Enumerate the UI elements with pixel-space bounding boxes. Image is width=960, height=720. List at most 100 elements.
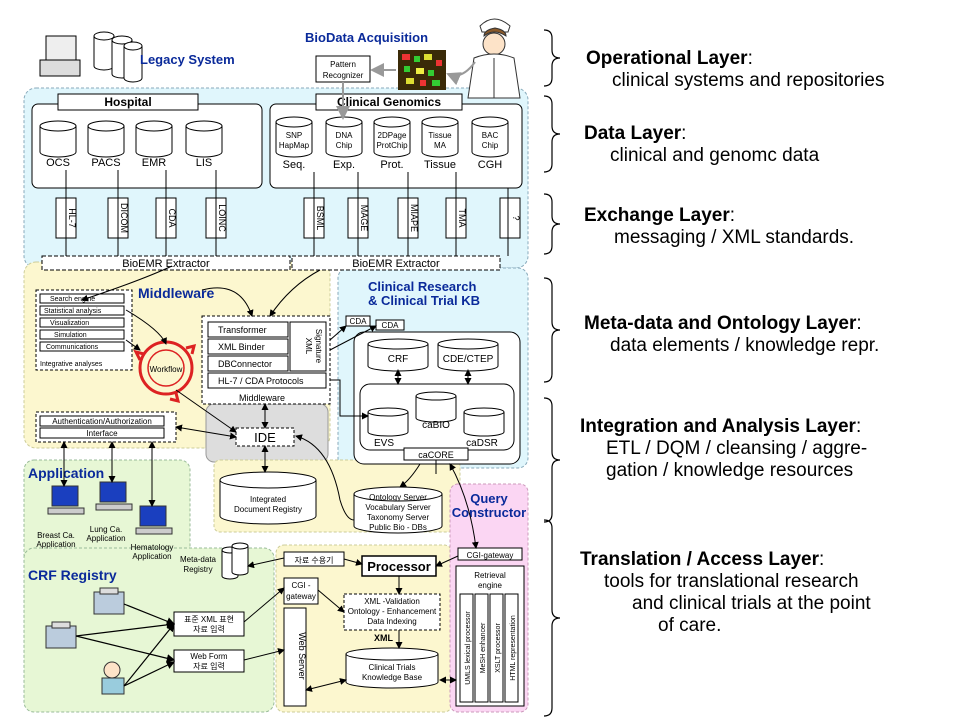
chip-dna-label: Exp. bbox=[333, 159, 355, 171]
processor-tasks-box bbox=[343, 593, 441, 631]
meta-registry-line1: Meta-data bbox=[180, 555, 217, 564]
qc-html-label: HTML representation bbox=[510, 615, 517, 681]
layer-operational: Operational Layer: clinical systems and … bbox=[586, 48, 956, 92]
web-form-line1: Web Form bbox=[190, 652, 228, 661]
qc-module-boxes bbox=[459, 593, 519, 703]
hospital-pacs-label: PACS bbox=[91, 157, 120, 169]
std-tma: TMA bbox=[457, 209, 467, 228]
auth-label: Authentication/Authorization bbox=[52, 417, 152, 426]
meta-registry-line2: Registry bbox=[183, 565, 212, 574]
pattern-recognizer-box bbox=[315, 55, 371, 83]
genomics-chip-text: SNP HapMap Seq. DNA Chip Exp. 2DPage Pro… bbox=[279, 131, 502, 171]
layer-data: Data Layer: clinical and genomc data bbox=[584, 123, 954, 167]
web-server-box bbox=[283, 607, 307, 707]
comp-hl7-cda: HL-7 / CDA Protocols bbox=[218, 376, 304, 386]
chip-tissue-line2: MA bbox=[434, 141, 447, 150]
qc-mesh-label: MeSH enhancer bbox=[480, 622, 487, 673]
cda-tag-1 bbox=[345, 315, 371, 327]
layer-desc-line3: of care. bbox=[658, 615, 722, 636]
extractor-right-label: BioEMR Extractor bbox=[352, 258, 440, 270]
auth-box bbox=[39, 415, 165, 427]
cda-tag-1-label: CDA bbox=[350, 317, 368, 326]
microarray-image bbox=[398, 50, 446, 90]
kb-cadsr-label: caDSR bbox=[466, 438, 498, 449]
clinical-kb-title-line2: & Clinical Trial KB bbox=[368, 293, 480, 308]
std-hl7: HL-7 bbox=[67, 208, 77, 228]
app-hematology-line2: Application bbox=[132, 552, 171, 561]
public-bio-dbs-label: Public Bio - DBs bbox=[369, 523, 427, 532]
extractor-right-box bbox=[291, 255, 501, 271]
qc-umls-label: UMLS lexical processor bbox=[465, 611, 472, 685]
chip-bac-line1: BAC bbox=[482, 131, 499, 140]
hospital-title: Hospital bbox=[104, 95, 151, 109]
computer-icons bbox=[47, 481, 173, 535]
meta-registry-cylinders bbox=[221, 542, 249, 580]
cda-tag-2 bbox=[375, 319, 405, 331]
cgi-gateway-box bbox=[283, 577, 319, 605]
layer-title: Data Layer bbox=[584, 123, 682, 144]
layer-desc-line1: tools for translational research bbox=[604, 571, 859, 592]
cda-tag-2-label: CDA bbox=[382, 321, 400, 330]
ide-label: IDE bbox=[254, 430, 276, 445]
pattern-recognizer-line2: Recognizer bbox=[323, 71, 364, 80]
middleware-caption: Middleware bbox=[239, 393, 285, 403]
application-title: Application bbox=[28, 465, 104, 481]
web-server-label: Web Server bbox=[297, 632, 307, 679]
layer-title: Translation / Access Layer bbox=[580, 549, 820, 570]
hospital-title-box bbox=[57, 93, 199, 111]
app-lung-line1: Lung Ca. bbox=[90, 525, 122, 534]
layer-exchange: Exchange Layer: messaging / XML standard… bbox=[584, 205, 954, 249]
interface-box bbox=[39, 427, 165, 439]
std-xml-line2: 자료 입력 bbox=[193, 624, 225, 634]
chip-tissue-label: Tissue bbox=[424, 159, 456, 171]
chip-bac-label: CGH bbox=[478, 159, 503, 171]
layer-colon: : bbox=[747, 48, 753, 69]
ctkb-line2: Knowledge Base bbox=[362, 673, 423, 682]
hospital-building-icons bbox=[45, 587, 125, 695]
cgi-gateway-line2: gateway bbox=[286, 592, 316, 601]
kb-crf-cylinder bbox=[367, 338, 499, 372]
comp-transformer: Transformer bbox=[218, 325, 267, 335]
clinical-kb-title-line1: Clinical Research bbox=[368, 279, 476, 294]
hospital-ocs-label: OCS bbox=[46, 157, 70, 169]
layer-metadata: Meta-data and Ontology Layer: data eleme… bbox=[584, 313, 956, 357]
pattern-recognizer-line1: Pattern bbox=[330, 60, 356, 69]
genomics-chip-cylinders bbox=[275, 116, 509, 158]
qc-xslt-label: XSLT processor bbox=[495, 623, 502, 673]
data-receive-label: 자료 수용기 bbox=[294, 556, 333, 565]
processor-label: Processor bbox=[367, 559, 431, 574]
tool-visualization: Visualization bbox=[50, 320, 89, 327]
layer-desc-line1: data elements / knowledge repr. bbox=[610, 335, 880, 356]
chip-snp-label: Seq. bbox=[283, 159, 306, 171]
query-constructor-line2: Constructor bbox=[452, 505, 526, 520]
query-constructor-line1: Query bbox=[470, 491, 508, 506]
nurse-icon bbox=[467, 18, 521, 99]
std-dicom: DICOM bbox=[119, 203, 129, 233]
chip-dna-line2: Chip bbox=[336, 141, 353, 150]
chip-2dpage-label: Prot. bbox=[380, 159, 403, 171]
layer-colon: : bbox=[729, 205, 736, 226]
layer-colon: : bbox=[855, 416, 862, 437]
layer-braces bbox=[543, 29, 561, 717]
xml-signature-line1: XML bbox=[304, 338, 313, 355]
hospital-emr-label: EMR bbox=[142, 157, 167, 169]
layer-translation: Translation / Access Layer: tools for tr… bbox=[580, 549, 956, 637]
app-hematology-line1: Hematology bbox=[131, 543, 174, 552]
kb-cde-label: CDE/CTEP bbox=[443, 354, 494, 365]
integrated-registry-line1: Integrated bbox=[250, 495, 286, 504]
biodata-acquisition-label: BioData Acquisition bbox=[305, 30, 428, 45]
kb-cacore-label: caCORE bbox=[418, 450, 454, 460]
std-xml-line1: 표준 XML 표현 bbox=[184, 615, 234, 624]
layer-integration: Integration and Analysis Layer: ETL / DQ… bbox=[580, 416, 956, 482]
middleware-title: Middleware bbox=[138, 285, 214, 301]
chip-2dpage-line2: ProtChip bbox=[376, 141, 408, 150]
proc-ontology-enhancement: Ontology - Enhancement bbox=[348, 607, 437, 616]
ontology-server-label: Ontology Server bbox=[369, 493, 427, 502]
std-cda: CDA bbox=[167, 208, 177, 227]
layer-colon: : bbox=[681, 123, 687, 144]
layer-desc-line2: and clinical trials at the point bbox=[632, 593, 871, 614]
hospital-lis-label: LIS bbox=[196, 157, 213, 169]
genomics-title: Clinical Genomics bbox=[337, 95, 441, 109]
qc-cgi-gateway-box bbox=[457, 547, 523, 561]
layer-title: Meta-data and Ontology Layer bbox=[584, 313, 857, 334]
